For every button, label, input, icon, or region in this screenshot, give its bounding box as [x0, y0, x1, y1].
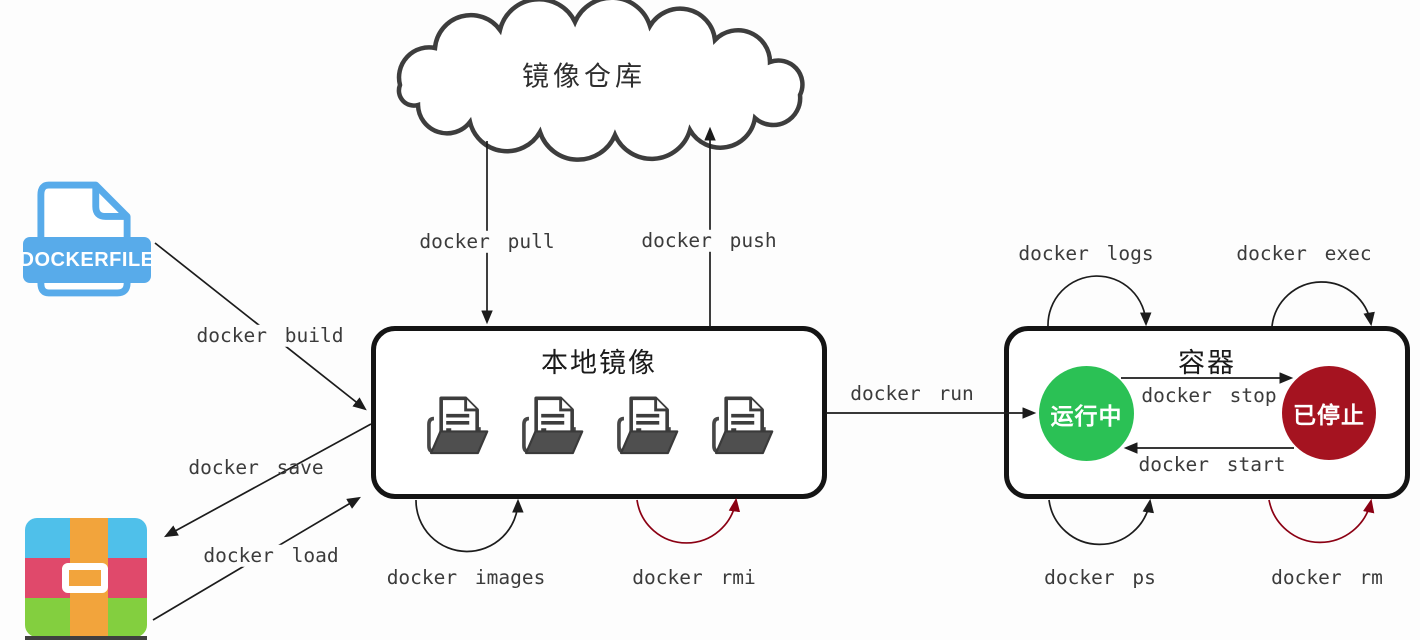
- docker-ps-loop-arrow: [1048, 498, 1154, 546]
- image-folder-icon: [426, 396, 488, 455]
- docker-start-label: docker start: [1138, 452, 1286, 476]
- image-folder-icon: [521, 396, 583, 455]
- running-state-label: 运行中: [1050, 403, 1123, 430]
- docker-logs-label: docker logs: [1018, 241, 1154, 265]
- archive-icon: [25, 518, 147, 637]
- registry-cloud-label: 镜像仓库: [522, 61, 646, 93]
- docker-logs-loop-arrow: [1047, 275, 1152, 327]
- docker-push-label: docker push: [636, 229, 782, 253]
- image-folder-icon: [711, 396, 773, 455]
- local-images-title: 本地镜像: [541, 348, 657, 379]
- stopped-state-badge: 已停止: [1282, 366, 1376, 460]
- docker-build-label: docker build: [191, 324, 349, 348]
- docker-exec-label: docker exec: [1236, 241, 1372, 265]
- docker-ps-label: docker ps: [1044, 565, 1156, 589]
- docker-rm-loop-arrow: [1268, 498, 1375, 544]
- dockerfile-banner: DOCKERFILE: [20, 237, 154, 283]
- docker-pull-label: docker pull: [414, 230, 560, 254]
- archive-base-shadow: [25, 636, 147, 640]
- docker-save-label: docker save: [188, 455, 324, 479]
- docker-rm-label: docker rm: [1271, 565, 1383, 589]
- docker-save-arrow: [163, 423, 372, 538]
- stopped-state-label: 已停止: [1293, 403, 1365, 429]
- dockerfile-icon: DOCKERFILE: [20, 178, 154, 303]
- local-images-box: 本地镜像: [371, 326, 827, 499]
- running-state-badge: 运行中: [1039, 366, 1134, 461]
- docker-run-label: docker run: [850, 381, 974, 405]
- docker-stop-label: docker stop: [1141, 383, 1277, 407]
- archive-buckle: [62, 563, 108, 593]
- docker-images-label: docker images: [386, 565, 546, 589]
- docker-rmi-label: docker rmi: [632, 565, 756, 589]
- image-folder-icon: [616, 396, 678, 455]
- docker-rmi-loop-arrow: [636, 497, 741, 544]
- docker-images-loop-arrow: [415, 498, 524, 553]
- image-icons-row: [376, 394, 822, 456]
- container-title: 容器: [1178, 348, 1236, 379]
- docker-exec-loop-arrow: [1271, 281, 1375, 327]
- docker-load-label: docker load: [198, 544, 344, 568]
